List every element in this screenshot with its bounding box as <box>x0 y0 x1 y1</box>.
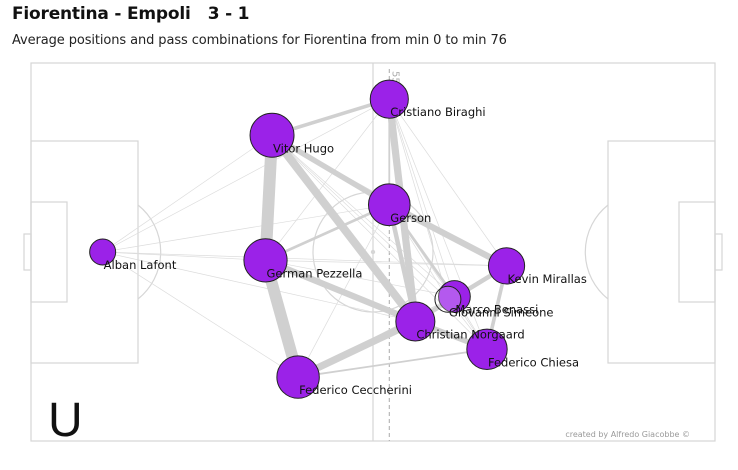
player-nodes <box>89 79 526 399</box>
player-label-federico-chiesa: Federico Chiesa <box>488 355 579 369</box>
chart-title: Fiorentina - Empoli 3 - 1 <box>12 4 250 24</box>
right-goal-area <box>678 201 716 303</box>
pass-link-cristiano-biraghi-to-marco-benassi <box>388 99 455 297</box>
left-penalty-arc <box>137 204 162 300</box>
pass-link-german-pezzella-to-gerson <box>264 203 390 262</box>
brand-logo: U <box>48 394 83 447</box>
pass-link-alban-lafont-to-kevin-mirallas <box>102 251 507 267</box>
player-label-marco-benassi: Marco Benassi <box>455 302 538 316</box>
player-label-cristiano-biraghi: Cristiano Biraghi <box>390 105 485 119</box>
right-goal <box>714 233 723 271</box>
pass-link-gerson-to-kevin-mirallas <box>387 201 508 269</box>
pass-link-cristiano-biraghi-to-kevin-mirallas <box>388 98 507 267</box>
player-label-gerson: Gerson <box>390 211 431 225</box>
pass-link-german-pezzella-to-marco-benassi <box>265 259 455 297</box>
pass-link-alban-lafont-to-cristiano-biraghi <box>102 98 390 253</box>
pass-link-german-pezzella-to-cristiano-biraghi <box>265 98 390 261</box>
pass-link-alban-lafont-to-german-pezzella <box>102 251 266 261</box>
left-penalty-area <box>30 140 139 364</box>
player-label-kevin-mirallas: Kevin Mirallas <box>508 272 587 286</box>
pass-link-alban-lafont-to-vitor-hugo <box>102 134 273 253</box>
pass-link-cristiano-biraghi-to-federico-chiesa <box>388 99 488 350</box>
player-node-german-pezzella <box>243 238 288 283</box>
player-node-christian-norgaard <box>395 301 436 342</box>
pass-link-alban-lafont-to-gerson <box>102 204 390 253</box>
center-spot <box>370 249 376 255</box>
pass-link-german-pezzella-to-kevin-mirallas <box>265 259 507 267</box>
brand-logo-letter: U <box>48 394 83 447</box>
player-node-marco-benassi <box>438 280 471 313</box>
chart-subtitle: Average positions and pass combinations … <box>12 33 507 48</box>
left-goal-area <box>30 201 68 303</box>
left-goal <box>23 233 32 271</box>
player-label-vitor-hugo: Vitor Hugo <box>273 141 334 155</box>
pass-link-german-pezzella-to-christian-norgaard <box>264 257 417 325</box>
player-label-federico-ceccherini: Federico Ceccherini <box>299 383 412 397</box>
player-label-alban-lafont: Alban Lafont <box>104 258 177 272</box>
pass-link-alban-lafont-to-christian-norgaard <box>102 251 416 322</box>
pass-link-vitor-hugo-to-federico-chiesa <box>271 135 488 350</box>
pass-link-cristiano-biraghi-to-giovanni-simeone <box>388 99 449 300</box>
player-node-cristiano-biraghi <box>369 79 409 119</box>
pass-link-alban-lafont-to-federico-ceccherini <box>102 251 299 378</box>
player-label-giovanni-simeone: Giovanni Simeone <box>449 305 554 319</box>
player-node-federico-chiesa <box>466 328 508 370</box>
pass-link-vitor-hugo-to-christian-norgaard <box>268 132 419 324</box>
player-label-german-pezzella: German Pezzella <box>267 266 363 280</box>
credit-text: created by Alfredo Giacobbe © <box>565 430 690 439</box>
player-node-vitor-hugo <box>249 112 295 158</box>
player-node-federico-ceccherini <box>276 355 320 399</box>
pass-link-federico-ceccherini-to-federico-chiesa <box>297 348 488 378</box>
right-penalty-arc <box>584 204 609 300</box>
player-node-alban-lafont <box>89 238 117 266</box>
player-node-gerson <box>367 183 411 227</box>
pitch <box>23 62 723 442</box>
player-node-giovanni-simeone <box>434 285 462 313</box>
player-label-christian-norgaard: Christian Norgaard <box>416 327 524 341</box>
pass-link-vitor-hugo-to-gerson <box>270 132 391 208</box>
right-penalty-area <box>607 140 716 364</box>
player-node-kevin-mirallas <box>487 247 526 285</box>
